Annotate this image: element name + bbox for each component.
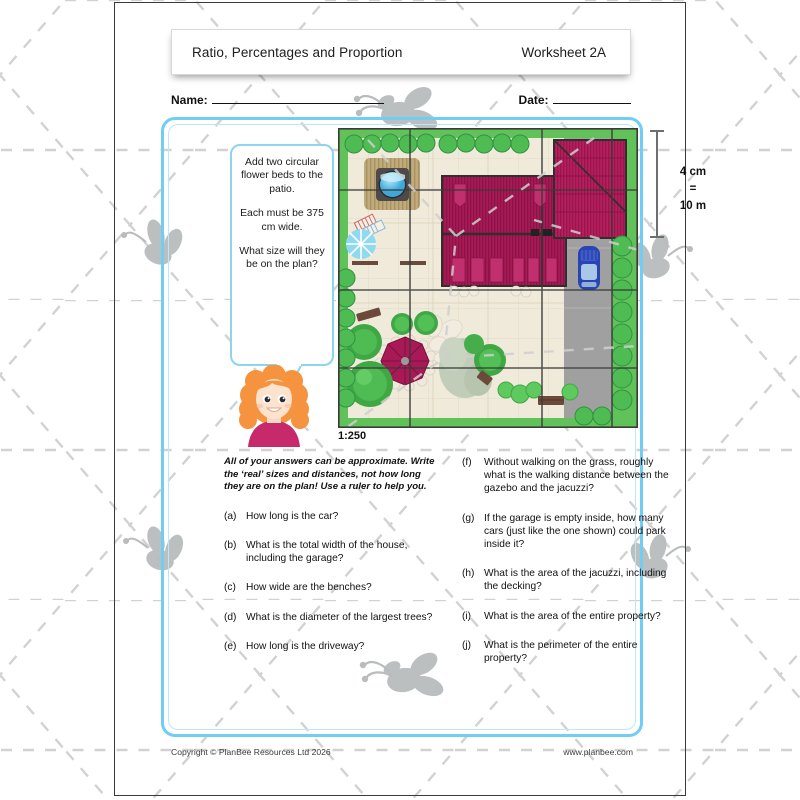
dimension-equals-sign: = [689,183,697,195]
question-item-j[interactable]: (j) What is the perimeter of the entire … [462,639,676,665]
question-text-g: If the garage is empty inside, how many … [484,512,666,551]
question-item-i[interactable]: (i) What is the area of the entire prope… [462,610,676,623]
date-label: Date: [518,93,549,107]
questions-intro: All of your answers can be approximate. … [224,456,435,493]
printed-sheet: Ratio, Percentages and Proportion Worksh… [114,2,706,796]
date-input-line[interactable] [553,103,631,104]
question-label-b: (b) [224,539,237,551]
question-label-a: (a) [224,510,237,522]
question-item-a[interactable]: (a) How long is the car? [224,510,438,523]
question-item-e[interactable]: (e) How long is the driveway? [224,640,438,653]
question-label-j: (j) [462,639,472,651]
dimension-value-cm: 4 cm [679,166,707,178]
question-item-f[interactable]: (f) Without walking on the grass, roughl… [462,456,676,496]
question-label-f: (f) [462,457,472,468]
property-plan-map [338,128,638,428]
worksheet-number-label: Worksheet 2A [521,44,606,60]
large-trees [346,311,506,407]
question-text-e: How long is the driveway? [246,640,365,652]
question-item-b[interactable]: (b) What is the total width of the house… [224,539,438,565]
question-label-c: (c) [224,582,236,594]
bubble-line-1: Add two circular flower beds to the pati… [240,157,324,195]
car [578,246,600,290]
question-text-a: How long is the car? [246,510,339,522]
bee-watermark-top [352,76,448,142]
question-item-d[interactable]: (d) What is the diameter of the largest … [224,611,438,624]
parasol [346,229,376,259]
activity-frame: Add two circular flower beds to the pati… [161,117,706,737]
question-label-i: (i) [462,610,472,622]
question-text-c: How wide are the benches? [246,582,372,594]
date-field-group: Date: [519,91,631,109]
girl-character-illustration [226,364,322,447]
website-link[interactable]: www.planbee.com [563,747,633,757]
speech-bubble: Add two circular flower beds to the pati… [230,144,334,390]
dimension-bar [656,130,658,238]
plan-svg [338,128,638,428]
bee-watermark-bottom [358,640,454,706]
name-field-group: Name: [171,91,385,109]
benches [356,307,564,405]
page-title: Ratio, Percentages and Proportion [192,44,403,60]
scale-dimension-bracket: 4 cm = 10 m [650,130,724,238]
questions-column-right: (f) Without walking on the grass, roughl… [462,456,676,681]
name-label: Name: [171,93,208,107]
question-label-e: (e) [224,640,237,652]
dimension-cap-bottom [650,236,664,238]
question-text-d: What is the diameter of the largest tree… [246,611,433,623]
bubble-line-2: Each must be 375 cm wide. [240,208,324,233]
question-label-d: (d) [224,611,237,623]
name-date-row: Name: Date: [171,91,631,111]
plan-canvas [338,128,638,428]
questions-column-left: All of your answers can be approximate. … [224,456,438,669]
name-input-line[interactable] [212,103,385,104]
question-text-h: What is the area of the jacuzzi, includi… [484,568,667,593]
hedge-trees [338,133,633,426]
question-item-g[interactable]: (g) If the garage is empty inside, how m… [462,512,676,552]
question-text-b: What is the total width of the house, in… [246,539,408,565]
question-item-h[interactable]: (h) What is the area of the jacuzzi, inc… [462,567,676,593]
question-text-j: What is the perimeter of the entire prop… [484,639,638,665]
question-text-i: What is the area of the entire property? [484,610,661,622]
dimension-text: 4 cm = 10 m [672,164,714,215]
dimension-value-m: 10 m [679,200,707,212]
bubble-line-3: What size will they be on the plan? [239,246,325,271]
question-label-h: (h) [462,568,475,580]
dimension-cap-top [650,130,664,132]
question-item-c[interactable]: (c) How wide are the benches? [224,581,438,594]
question-label-g: (g) [462,512,475,524]
bee-watermark-left-lower [120,520,196,586]
map-scale-label: 1:250 [338,430,367,442]
worksheet-title-bar: Ratio, Percentages and Proportion Worksh… [171,29,631,75]
question-text-f: Without walking on the grass, roughly wh… [484,457,669,495]
copyright-text: Copyright © PlanBee Resources Ltd 2026 [171,747,331,757]
bee-watermark-right-lower [618,528,694,594]
